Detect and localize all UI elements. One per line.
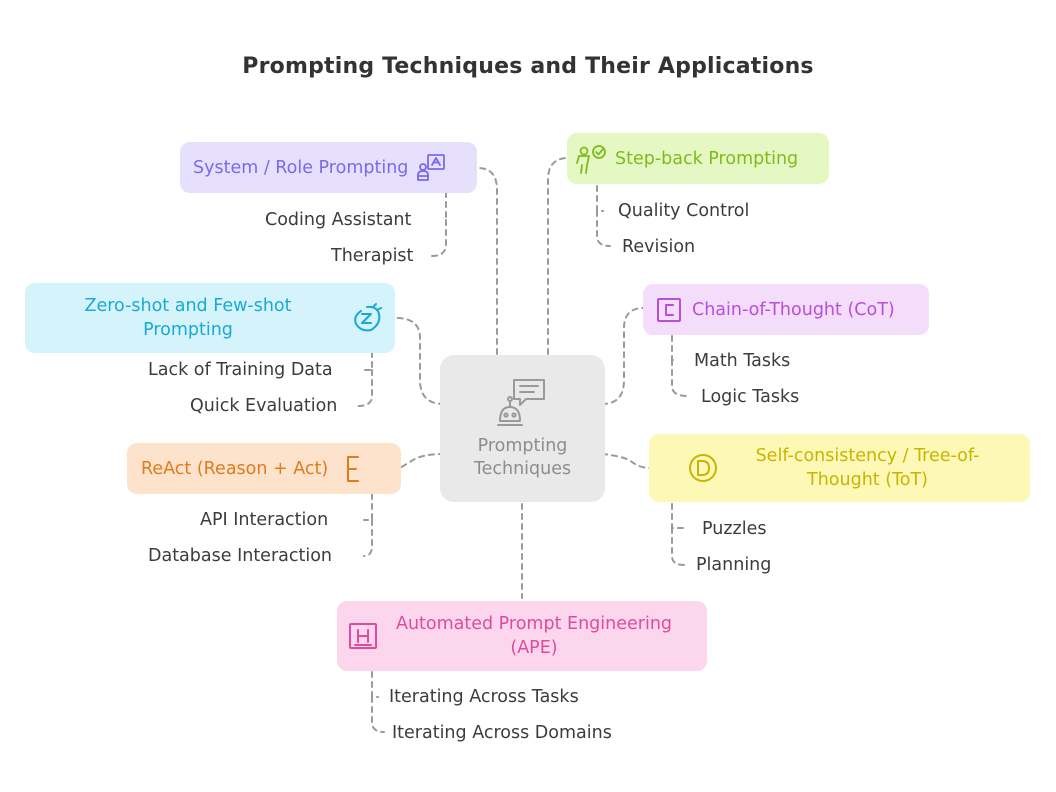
leaf-database-interaction: Database Interaction bbox=[148, 546, 333, 566]
node-label-line-2: (APE) bbox=[510, 638, 558, 658]
leaf-planning: Planning bbox=[696, 555, 772, 575]
leaf-revision: Revision bbox=[622, 237, 696, 257]
central-node-prompting-techniques: Prompting Techniques bbox=[440, 355, 605, 502]
node-system-role-prompting: System / Role Prompting bbox=[180, 142, 477, 193]
person-check-icon bbox=[576, 144, 606, 174]
leaf-iterating-across-tasks: Iterating Across Tasks bbox=[389, 687, 579, 707]
node-label: System / Role Prompting bbox=[193, 157, 409, 178]
letter-c-icon bbox=[657, 297, 681, 322]
node-step-back-prompting: Step-back Prompting bbox=[567, 133, 829, 184]
node-label-line-1: Self-consistency / Tree-of- bbox=[755, 446, 980, 466]
node-zero-few-shot: Zero-shot and Few-shot Prompting bbox=[25, 283, 395, 353]
node-label-line-1: Automated Prompt Engineering bbox=[395, 614, 673, 634]
node-react: ReAct (Reason + Act) bbox=[127, 443, 401, 494]
letter-h-icon bbox=[349, 623, 377, 649]
person-presenting-icon bbox=[417, 153, 446, 181]
leaf-iterating-across-domains: Iterating Across Domains bbox=[392, 723, 612, 743]
node-label-line-1: Zero-shot and Few-shot bbox=[84, 296, 292, 316]
leaf-logic-tasks: Logic Tasks bbox=[701, 387, 800, 407]
node-self-consistency-tot: Self-consistency / Tree-of- Thought (ToT… bbox=[649, 434, 1030, 502]
leaf-lack-of-training-data: Lack of Training Data bbox=[148, 360, 333, 380]
node-chain-of-thought: Chain-of-Thought (CoT) bbox=[643, 284, 929, 335]
node-label-line-2: Thought (ToT) bbox=[807, 470, 928, 490]
diagram-title: Prompting Techniques and Their Applicati… bbox=[242, 54, 814, 79]
node-label: Step-back Prompting bbox=[615, 148, 799, 169]
leaf-therapist: Therapist bbox=[331, 246, 414, 266]
node-label: ReAct (Reason + Act) bbox=[141, 458, 329, 479]
leaf-math-tasks: Math Tasks bbox=[694, 351, 791, 371]
leaf-quick-evaluation: Quick Evaluation bbox=[190, 396, 338, 416]
bracket-e-icon bbox=[347, 455, 360, 482]
leaf-api-interaction: API Interaction bbox=[200, 510, 329, 530]
zap-icon bbox=[354, 303, 382, 332]
leaf-puzzles: Puzzles bbox=[702, 519, 767, 539]
letter-d-icon bbox=[689, 454, 717, 482]
robot-chat-icon bbox=[496, 378, 545, 426]
node-label-line-2: Prompting bbox=[143, 320, 233, 340]
central-node-label-line-1: Prompting bbox=[477, 435, 568, 456]
node-automated-prompt-engineering: Automated Prompt Engineering (APE) bbox=[337, 601, 707, 671]
leaf-coding-assistant: Coding Assistant bbox=[265, 210, 412, 230]
node-label: Chain-of-Thought (CoT) bbox=[692, 299, 895, 320]
leaf-quality-control: Quality Control bbox=[618, 201, 750, 221]
central-node-label-line-2: Techniques bbox=[473, 458, 572, 479]
